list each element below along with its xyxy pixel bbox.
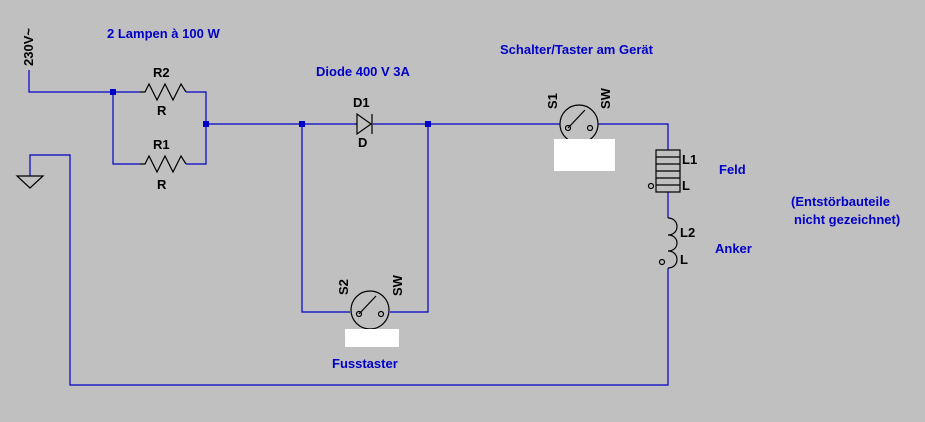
wire-source-to-lamps bbox=[28, 70, 113, 93]
wires bbox=[28, 70, 669, 386]
note-interference-line2: nicht gezeichnet) bbox=[794, 212, 900, 227]
diode-d1 bbox=[355, 112, 373, 136]
wire-armature-return bbox=[29, 154, 669, 386]
wire-s1-to-field bbox=[598, 123, 669, 150]
s2-label-mask bbox=[345, 329, 399, 347]
junction-node bbox=[299, 121, 305, 127]
junction-node bbox=[425, 121, 431, 127]
s1-value-label: SW bbox=[598, 87, 613, 109]
r2-value-label: R bbox=[157, 103, 167, 118]
note-lamps: 2 Lampen à 100 W bbox=[107, 26, 220, 41]
r1-ref-label: R1 bbox=[153, 137, 170, 152]
note-interference-line1: (Entstörbauteile bbox=[791, 194, 890, 209]
s1-label-mask bbox=[554, 139, 615, 171]
switch-s1 bbox=[559, 104, 599, 144]
resistor-r1 bbox=[140, 154, 187, 174]
r1-value-label: R bbox=[157, 177, 167, 192]
note-switch-device: Schalter/Taster am Gerät bbox=[500, 42, 654, 57]
l2-ref-label: L2 bbox=[680, 225, 695, 240]
s2-value-label: SW bbox=[390, 274, 405, 296]
l2-value-label: L bbox=[680, 252, 688, 267]
inductor-l2 bbox=[658, 217, 678, 269]
note-foot-switch: Fusstaster bbox=[332, 356, 398, 371]
wire-bypass-left bbox=[301, 124, 350, 313]
resistor-r2 bbox=[140, 82, 187, 102]
wire-lamps-left-bus bbox=[112, 92, 140, 165]
note-diode: Diode 400 V 3A bbox=[316, 64, 411, 79]
l1-ref-label: L1 bbox=[682, 152, 697, 167]
d1-value-label: D bbox=[358, 135, 367, 150]
r2-ref-label: R2 bbox=[153, 65, 170, 80]
wire-r1-right bbox=[186, 124, 207, 165]
note-field: Feld bbox=[719, 162, 746, 177]
inductor-l1 bbox=[647, 149, 681, 193]
junction-node bbox=[110, 89, 116, 95]
wire-bypass-right bbox=[390, 124, 429, 313]
junction-node bbox=[203, 121, 209, 127]
s2-ref-label: S2 bbox=[336, 279, 351, 295]
note-armature: Anker bbox=[715, 241, 752, 256]
l1-value-label: L bbox=[682, 178, 690, 193]
s1-ref-label: S1 bbox=[545, 93, 560, 109]
junction-nodes bbox=[110, 89, 431, 127]
source-label: 230V~ bbox=[21, 28, 36, 66]
switch-s2 bbox=[350, 290, 390, 330]
wire-r2-right bbox=[186, 91, 207, 124]
ground-symbol bbox=[15, 175, 45, 189]
d1-ref-label: D1 bbox=[353, 95, 370, 110]
